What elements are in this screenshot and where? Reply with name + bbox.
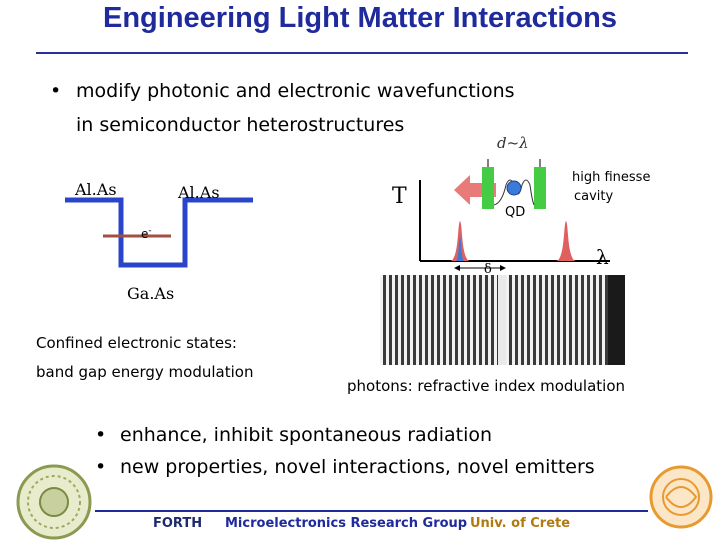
delta-arrowhead-left (454, 265, 460, 271)
bullet-dot-3: • (95, 456, 106, 478)
footer-rule (95, 510, 648, 512)
bullet-dot-2: • (95, 424, 106, 446)
bullet-1-line-2: in semiconductor heterostructures (76, 114, 404, 136)
well-caption-line-1: Confined electronic states: (36, 334, 237, 352)
right-barrier-label: Al.As (178, 183, 220, 202)
transmission-label: T (392, 184, 407, 209)
bullet-2-text: enhance, inhibit spontaneous radiation (120, 424, 492, 446)
grating-image (380, 275, 625, 365)
electron-label: e- (141, 226, 152, 241)
crete-logo-icon (646, 462, 716, 532)
bullet-3-text: new properties, novel interactions, nove… (120, 456, 595, 478)
title-rule (36, 52, 688, 54)
bullet-dot-1: • (50, 80, 61, 102)
delta-arrowhead-right (500, 265, 506, 271)
photon-caption: photons: refractive index modulation (347, 377, 625, 395)
distance-label: d~λ (497, 134, 529, 152)
left-barrier-label: Al.As (75, 180, 117, 199)
grating-defect (498, 275, 506, 365)
bullet-1-line-1: modify photonic and electronic wavefunct… (76, 80, 515, 102)
qd-label: QD (505, 205, 525, 220)
peak-right (556, 221, 576, 261)
footer-group: Microelectronics Research Group (225, 516, 467, 531)
forth-logo-icon (14, 462, 94, 540)
well-caption-line-2: band gap energy modulation (36, 363, 253, 381)
well-material-label: Ga.As (127, 284, 174, 303)
well-profile-line (65, 200, 253, 265)
lambda-label: λ (596, 245, 609, 269)
quantum-dot (507, 181, 521, 195)
right-mirror (534, 167, 546, 209)
grating-edge (608, 275, 625, 365)
slide-title: Engineering Light Matter Interactions (0, 2, 720, 35)
left-mirror (482, 167, 494, 209)
footer-forth: FORTH (153, 516, 202, 531)
footer-univ: Univ. of Crete (470, 516, 570, 531)
